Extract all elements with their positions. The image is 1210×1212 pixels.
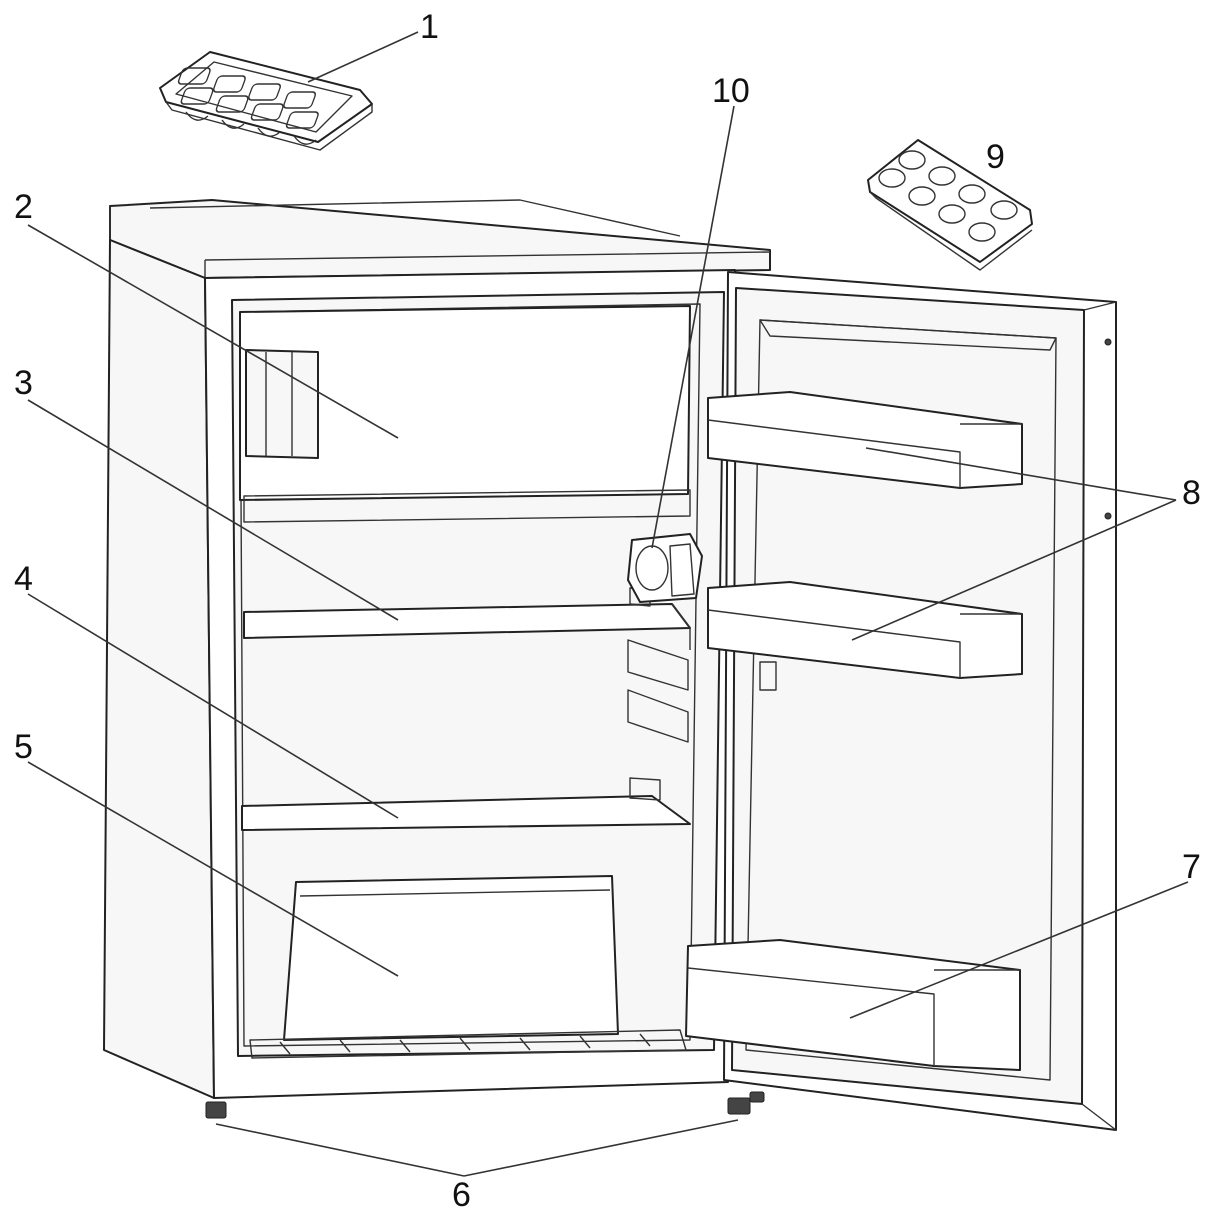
adjustable-feet — [205, 1091, 765, 1119]
leader-6b — [463, 1119, 739, 1177]
callout-6: 6 — [452, 1176, 471, 1212]
leader-5 — [27, 761, 399, 977]
door-bottle-shelf — [685, 939, 1021, 1071]
thermostat-light-unit — [627, 533, 703, 603]
freezer-compartment — [239, 305, 691, 523]
callout-8: 8 — [1182, 474, 1201, 512]
crisper-cover-shelf — [241, 777, 691, 831]
leader-8a — [865, 447, 1177, 501]
leader-7 — [849, 881, 1189, 1019]
crisper-drawer — [249, 875, 687, 1059]
ice-cube-tray — [159, 51, 373, 151]
leader-4 — [27, 593, 399, 819]
ice-cube-cells — [177, 67, 319, 129]
upper-door-balcony — [707, 391, 1023, 489]
leader-8b — [851, 499, 1177, 641]
egg-holes — [878, 150, 1018, 242]
middle-door-balcony — [707, 581, 1023, 679]
refrigerator-door — [723, 271, 1117, 1131]
leader-3 — [27, 399, 399, 621]
callout-1: 1 — [420, 8, 439, 46]
leader-10 — [651, 105, 735, 549]
callout-3: 3 — [14, 364, 33, 402]
callout-5: 5 — [14, 728, 33, 766]
callout-2: 2 — [14, 188, 33, 226]
egg-tray — [867, 139, 1033, 271]
callout-4: 4 — [14, 560, 33, 598]
leader-lines — [27, 31, 1189, 1177]
leader-1 — [307, 31, 419, 83]
callout-7: 7 — [1182, 848, 1201, 886]
leader-6a — [215, 1123, 465, 1177]
glass-shelf — [243, 603, 691, 650]
callout-9: 9 — [986, 138, 1005, 176]
callout-10: 10 — [712, 72, 750, 110]
leader-2 — [27, 224, 399, 439]
